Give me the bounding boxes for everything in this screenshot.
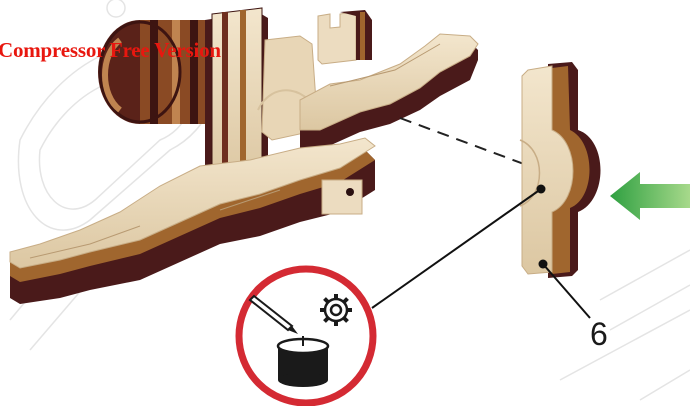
back-cylinder (98, 20, 210, 124)
instruction-badge (239, 269, 373, 403)
part-number-label: 6 (590, 318, 608, 350)
glue-pot-icon (278, 336, 328, 387)
guide-dashed-line (400, 118, 540, 170)
notched-post (318, 10, 372, 64)
badge-leader-line (372, 189, 541, 308)
watermark-text: Compressor Free Version (0, 38, 221, 63)
insert-arrow-icon (610, 172, 690, 220)
part-6-bracket (520, 62, 601, 278)
